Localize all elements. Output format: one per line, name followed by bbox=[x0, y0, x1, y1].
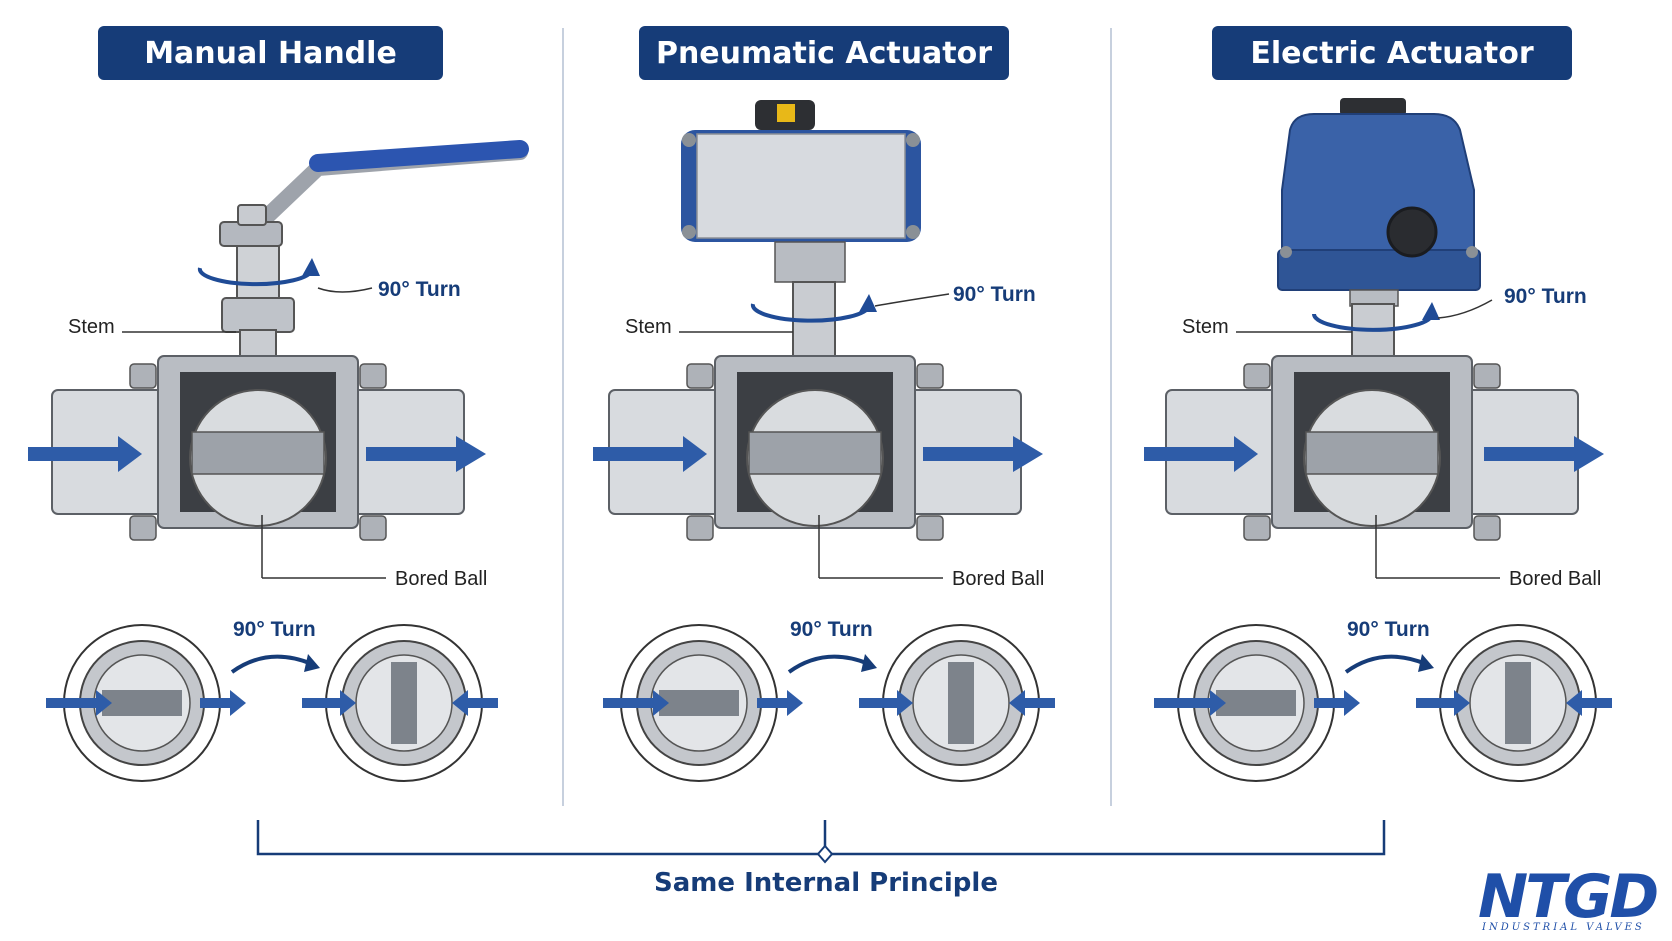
turn-label: 90° Turn bbox=[378, 278, 461, 301]
rotation-arrow bbox=[1312, 302, 1440, 332]
column-divider bbox=[1110, 28, 1112, 806]
bored-ball-label: Bored Ball bbox=[395, 568, 487, 590]
ntgd-logo: NTGD INDUSTRIAL VALVES bbox=[1478, 862, 1668, 936]
rotation-arrow bbox=[197, 258, 320, 287]
pneumatic-actuator bbox=[681, 100, 921, 283]
column-divider bbox=[562, 28, 564, 806]
stem-label: Stem bbox=[625, 316, 672, 338]
lever-handle bbox=[219, 140, 529, 247]
column-pneumatic-actuator: Pneumatic Actuator bbox=[557, 0, 1114, 800]
valve-diagram: Stem 90° Turn Bored Ball 90° Turn bbox=[28, 140, 529, 782]
inset-open-position bbox=[603, 624, 803, 782]
inset-turn-label: 90° Turn bbox=[233, 618, 316, 641]
inset-closed-position bbox=[302, 624, 498, 782]
bored-ball bbox=[746, 389, 884, 527]
bored-ball bbox=[189, 389, 327, 527]
column-title: Electric Actuator bbox=[1212, 26, 1572, 80]
rotation-arrow bbox=[750, 294, 877, 323]
bored-ball-label: Bored Ball bbox=[952, 568, 1044, 590]
bored-ball-label: Bored Ball bbox=[1509, 568, 1601, 590]
flow-arrows bbox=[593, 436, 1043, 472]
turn-label: 90° Turn bbox=[1504, 285, 1587, 308]
logo-wordmark: NTGD bbox=[1478, 862, 1659, 932]
inset-turn-label: 90° Turn bbox=[790, 618, 873, 641]
valve-diagram: Stem 90° Turn Bored Ball 90° Turn bbox=[1144, 98, 1612, 782]
column-electric-actuator: Electric Actuator bbox=[1114, 0, 1671, 800]
flow-arrows bbox=[28, 436, 486, 472]
inset-closed-position bbox=[1416, 624, 1612, 782]
column-manual-handle: Manual Handle bbox=[0, 0, 557, 800]
logo-tagline: INDUSTRIAL VALVES bbox=[1482, 922, 1645, 933]
bored-ball bbox=[1303, 389, 1441, 527]
turn-label: 90° Turn bbox=[953, 283, 1036, 306]
bracket-label: Same Internal Principle bbox=[654, 868, 998, 898]
inset-rotation-arrow bbox=[1344, 654, 1434, 674]
stem-label: Stem bbox=[68, 316, 115, 338]
valve-diagram: Stem 90° Turn Bored Ball 90° Turn bbox=[593, 100, 1055, 782]
flow-arrows bbox=[1144, 436, 1604, 472]
inset-turn-label: 90° Turn bbox=[1347, 618, 1430, 641]
inset-closed-position bbox=[859, 624, 1055, 782]
stem-label: Stem bbox=[1182, 316, 1229, 338]
inset-rotation-arrow bbox=[230, 654, 320, 674]
column-title: Manual Handle bbox=[98, 26, 443, 80]
inset-rotation-arrow bbox=[787, 654, 877, 674]
inset-open-position bbox=[1154, 624, 1360, 782]
column-title: Pneumatic Actuator bbox=[639, 26, 1009, 80]
electric-actuator bbox=[1277, 98, 1481, 307]
inset-open-position bbox=[46, 624, 246, 782]
